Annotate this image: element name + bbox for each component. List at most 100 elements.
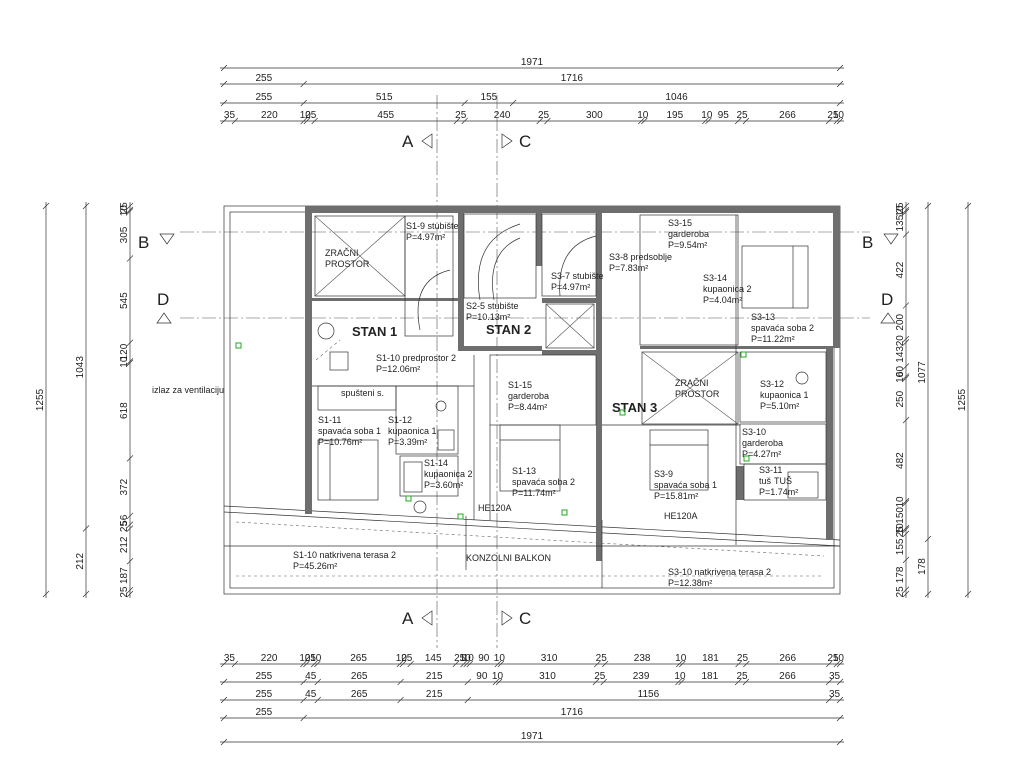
dim-right-value: 200 (895, 313, 906, 330)
dim-right-tick (924, 590, 932, 598)
section-marker-a-bottom: A (402, 609, 433, 628)
dim-right-value: 482 (895, 452, 906, 469)
dim-left-tick (126, 525, 134, 532)
dim-right-tick (902, 302, 910, 309)
dim-bottom-value: 310 (539, 671, 556, 682)
dim-right-value: 10 (895, 496, 906, 508)
dim-left-value: 618 (119, 402, 130, 419)
dim-bottom-tick (220, 714, 228, 722)
dim-bottom-value: 45 (305, 689, 317, 700)
dim-top-value: 240 (494, 110, 511, 121)
dim-right-value: 25 (895, 202, 906, 214)
dim-left-value: 1043 (75, 356, 86, 379)
dim-right-tick (964, 202, 972, 210)
dim-top-tick (702, 117, 709, 125)
dim-top-tick (836, 80, 844, 88)
dim-top-value: 220 (261, 110, 278, 121)
stan-2-label: STAN 2 (486, 322, 531, 337)
dim-bottom-value: 181 (701, 671, 718, 682)
dim-top-value: 1716 (561, 73, 584, 84)
dim-right-value: 10 (895, 371, 906, 383)
dim-left-value: 187 (119, 567, 130, 584)
room-s1-14-area: P=3.60m² (424, 480, 463, 490)
dim-bottom-tick (600, 678, 607, 686)
room-s3-9-code: S3-9 (654, 469, 673, 479)
room-s1-15-code: S1-15 (508, 380, 532, 390)
room-s3-14-code: S3-14 (703, 273, 727, 283)
dim-left-tick (126, 590, 134, 598)
dim-bottom-tick (300, 660, 307, 668)
dim-right-value: 178 (917, 558, 928, 575)
dim-right-tick (964, 590, 972, 598)
room-s1-14-name: kupaonica 2 (424, 469, 473, 479)
svg-text:A: A (402, 132, 414, 151)
dim-right-tick (902, 231, 910, 238)
dim-bottom-value: 1156 (638, 689, 660, 700)
dim-bottom-tick (492, 678, 500, 686)
dim-bottom-tick (825, 696, 833, 704)
dim-top-value: 25 (538, 110, 550, 121)
dim-top-tick (461, 99, 468, 107)
ventilation-label: izlaz za ventilaciju (152, 385, 224, 395)
dim-top-tick (734, 117, 742, 125)
dim-right-tick (902, 524, 910, 532)
dim-right-tick (902, 374, 910, 382)
dim-right-tick (902, 497, 910, 505)
stan-3-label: STAN 3 (612, 400, 657, 415)
room-s3-12-name: kupaonica 1 (760, 390, 809, 400)
dim-top-tick (544, 117, 551, 125)
dim-bottom-tick (220, 660, 228, 668)
dim-top-tick (303, 117, 311, 125)
dim-top-value: 35 (224, 110, 236, 121)
dim-top-tick (231, 117, 239, 125)
tus-label: TUŠ (774, 476, 792, 486)
dim-left-value: 305 (119, 226, 130, 243)
zracni-prostor-1-line2: PROSTOR (325, 259, 370, 269)
room-s1-10-area: P=12.06m² (376, 364, 420, 374)
room-s3-13-area: P=11.22m² (751, 334, 795, 344)
dim-top-value: 95 (718, 110, 730, 121)
dim-left-tick (82, 525, 90, 532)
dim-left-tick (126, 359, 134, 367)
dim-bottom-tick (734, 678, 742, 686)
konzolni-balkon-label: KONZOLNI BALKON (466, 553, 551, 563)
dim-bottom-tick (601, 660, 609, 668)
room-s1-13-area: P=11.74m² (512, 488, 556, 498)
dim-bottom-value: 35 (224, 653, 236, 664)
dim-top-tick (836, 99, 844, 107)
dim-right-tick (902, 416, 910, 424)
room-s1-terasa-name: S1-10 natkrivena terasa 2 (293, 550, 396, 560)
room-s3-7-area: P=4.97m² (551, 282, 590, 292)
dim-right-tick (902, 335, 910, 343)
room-s1-11-code: S1-11 (318, 415, 341, 425)
dim-bottom-value: 90 (476, 671, 488, 682)
dim-right-tick (902, 526, 910, 533)
dim-right-value: 10 (895, 205, 906, 217)
dim-bottom-tick (742, 678, 750, 686)
room-s1-12-name: kupaonica 1 (388, 426, 437, 436)
zracni-prostor-2-line2: PROSTOR (675, 389, 720, 399)
dim-bottom-value: 10 (494, 653, 506, 664)
dim-bottom-tick (825, 678, 833, 686)
dim-top-tick (705, 117, 712, 125)
dim-bottom-value: 238 (634, 653, 651, 664)
dim-top-value: 300 (586, 110, 603, 121)
dim-top-tick (637, 117, 645, 125)
room-s1-11-name: spavaća soba 1 (318, 426, 381, 436)
room-s3-15-name: garderoba (668, 229, 709, 239)
room-s1-10-name: S1-10 predprostor 2 (376, 353, 456, 363)
dim-bottom-tick (397, 696, 404, 704)
dim-top-tick (836, 117, 844, 125)
room-s3-11-name: tuš (759, 476, 772, 486)
room-s3-12-code: S3-12 (760, 379, 784, 389)
dim-top-tick (461, 117, 468, 125)
dim-left-tick (42, 202, 50, 210)
dim-bottom-tick (494, 660, 502, 668)
room-s1-13-code: S1-13 (512, 466, 536, 476)
dim-bottom-value: 10 (833, 653, 845, 664)
dim-top-tick (742, 117, 750, 125)
dim-bottom-value: 215 (426, 671, 443, 682)
dim-right-tick (902, 530, 910, 538)
dim-left-tick (42, 590, 50, 598)
dim-bottom-tick (220, 696, 228, 704)
